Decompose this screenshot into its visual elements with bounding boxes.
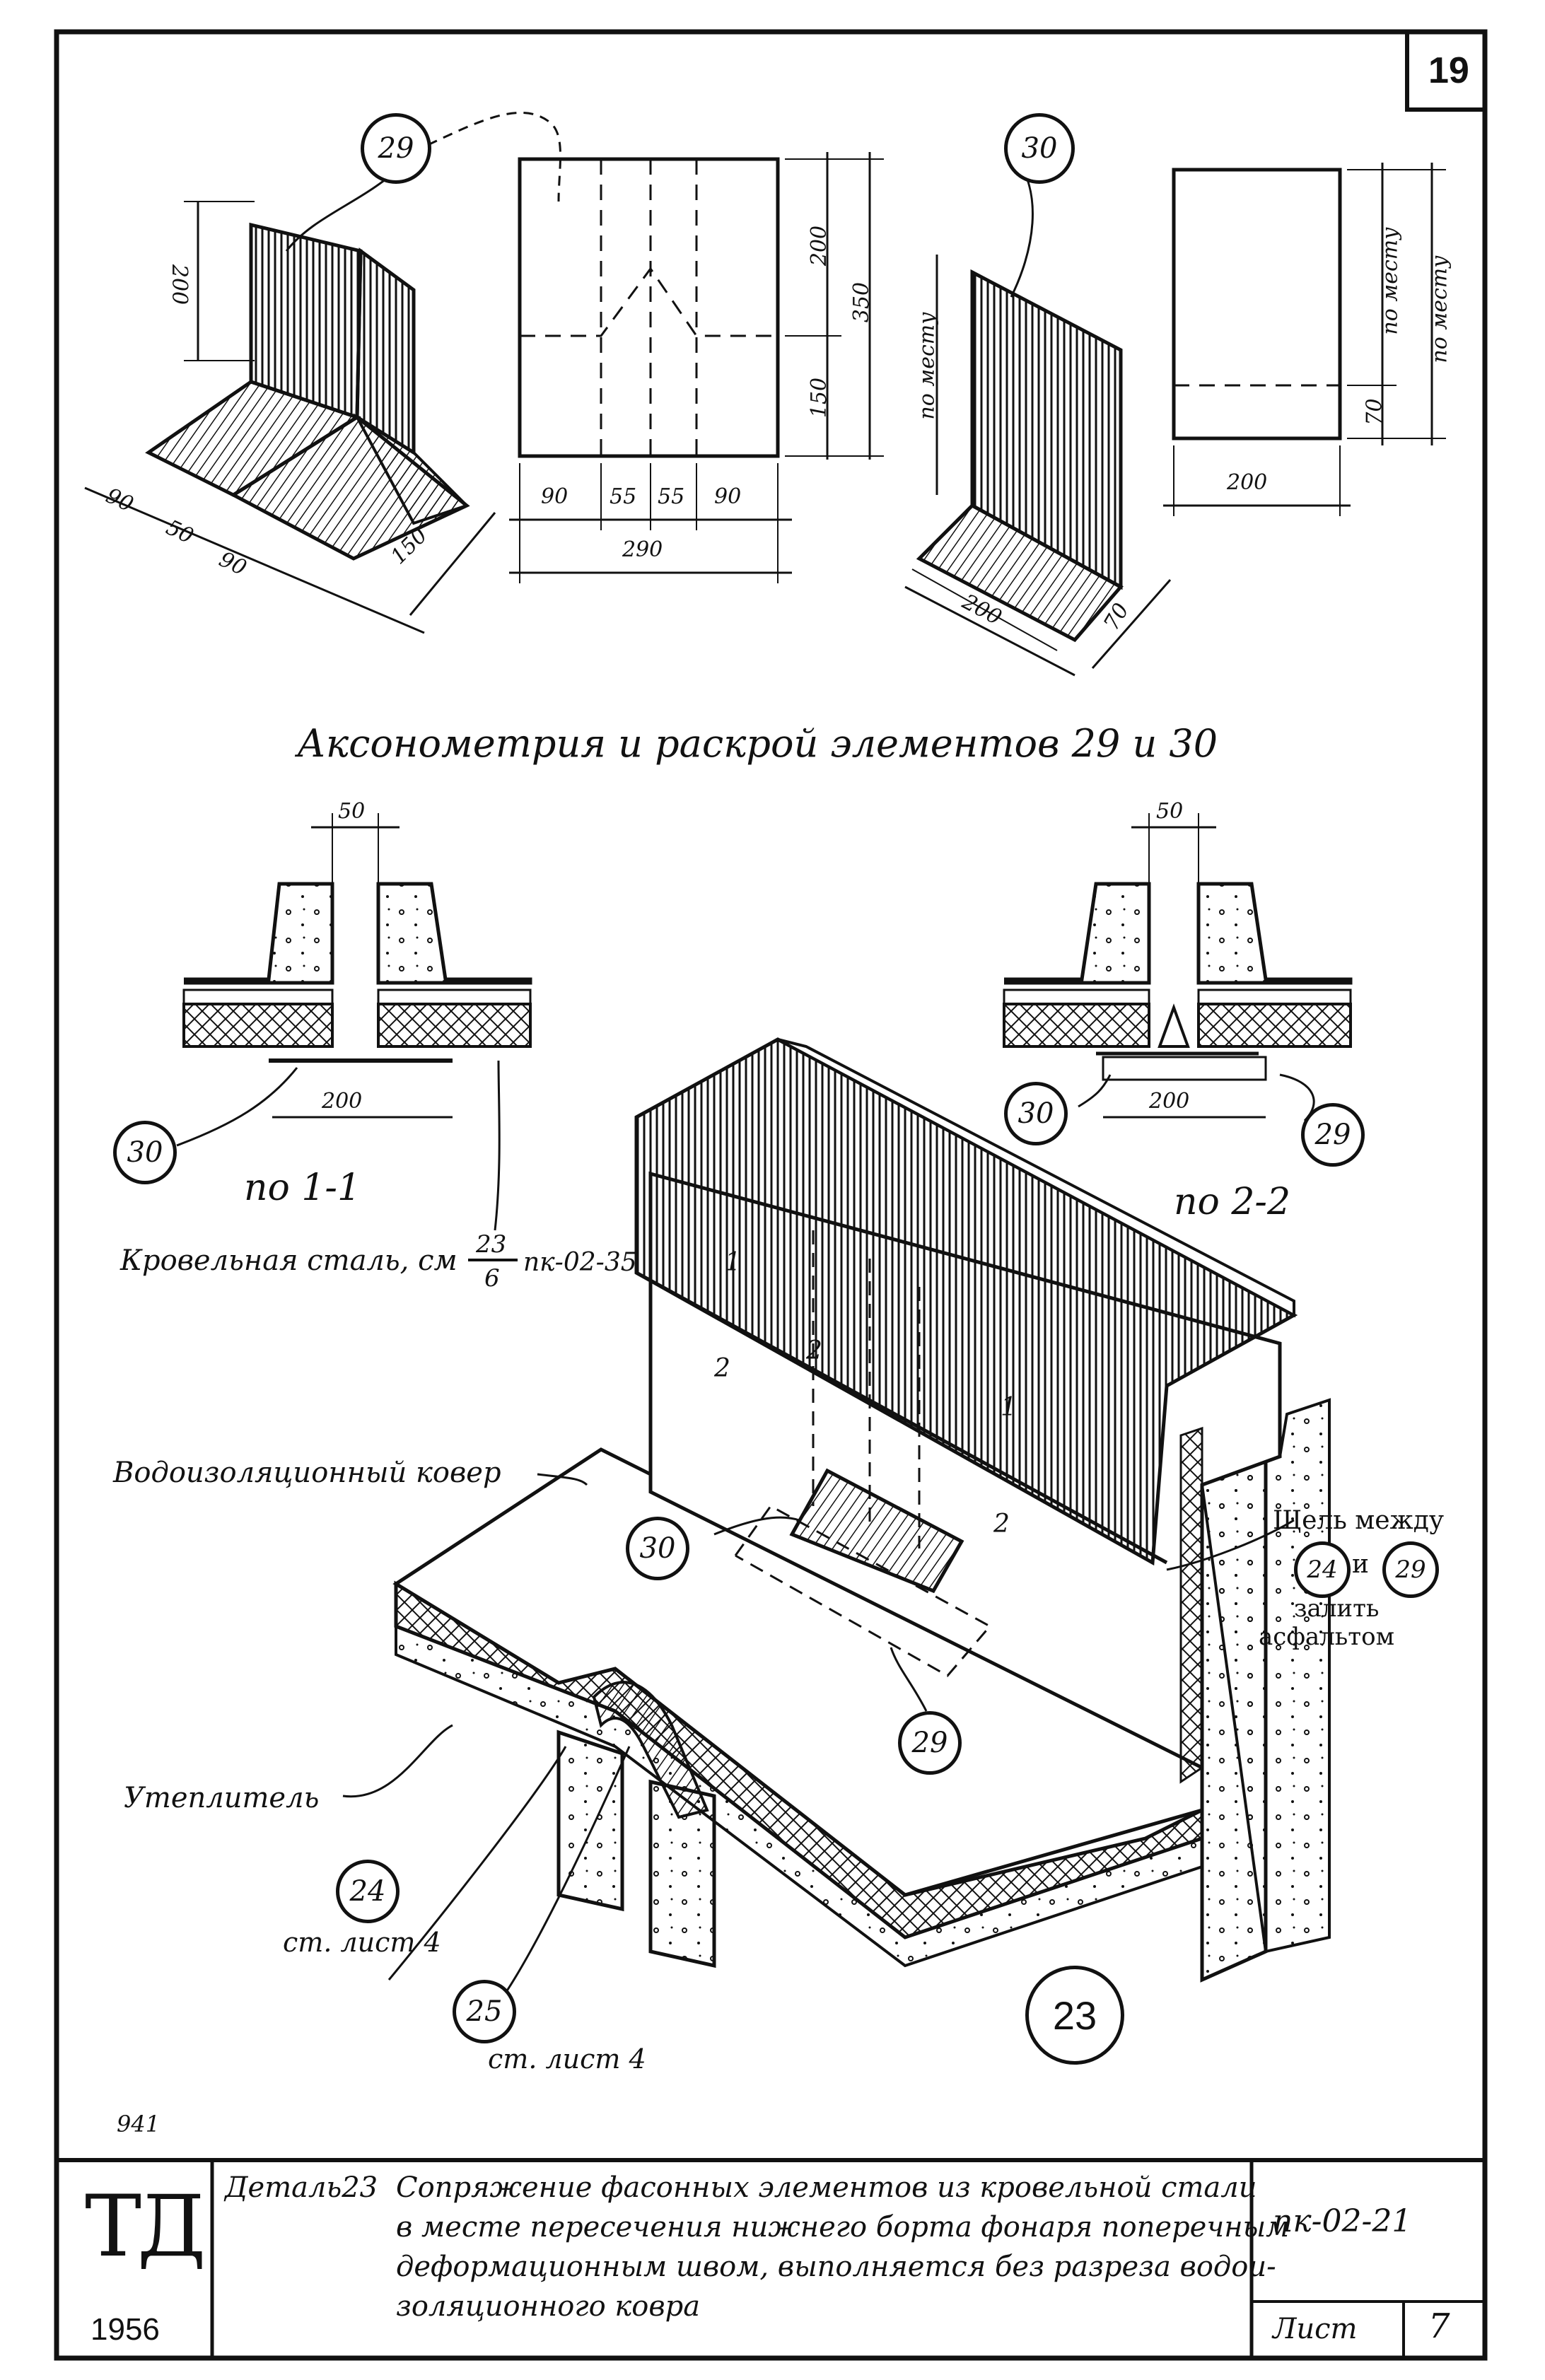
roof-steel-label: Кровельная сталь, см bbox=[120, 1244, 457, 1277]
el29-cut-w1: 90 bbox=[541, 484, 569, 509]
el30-cut-dim-w: 200 bbox=[1227, 470, 1268, 495]
section-mark-2d: 2 bbox=[806, 1336, 822, 1365]
callout-29-main: 29 bbox=[898, 1711, 962, 1775]
roof-steel-fraction-den: 6 bbox=[484, 1264, 500, 1293]
waterproof-label: Водоизоляционный ковер bbox=[113, 1457, 501, 1489]
el29-cut-dim-top: 200 bbox=[807, 225, 832, 267]
titleblock-logo: ТД bbox=[85, 2178, 206, 2276]
callout-24-sheet-ref: ст. лист 4 bbox=[283, 1927, 441, 1958]
section-mark-1b: 1 bbox=[1001, 1393, 1017, 1422]
section-1-gap-dim: 50 bbox=[338, 799, 366, 824]
sheet-number: 19 bbox=[1428, 50, 1469, 91]
el30-cut-dim-top: по месту bbox=[1377, 227, 1403, 335]
el29-cut-w3: 55 bbox=[658, 484, 685, 509]
description-line-4: золяционного ковра bbox=[396, 2290, 701, 2323]
description-line-3: деформационным швом, выполняется без раз… bbox=[396, 2251, 1276, 2283]
el29-cut-w4: 90 bbox=[714, 484, 742, 509]
callout-24-main: 24 bbox=[336, 1860, 400, 1923]
sheet-no: 7 bbox=[1428, 2306, 1450, 2346]
el30-cut-dim-bottom: 70 bbox=[1362, 398, 1387, 426]
detail-23-isometric bbox=[342, 1037, 1331, 2009]
doc-code: пк-02-21 bbox=[1273, 2203, 1412, 2239]
callout-29-top: 29 bbox=[361, 113, 431, 184]
el30-axo-dim-height: по месту bbox=[914, 312, 940, 420]
sheet-number-box bbox=[1405, 30, 1487, 112]
el29-cut-w-total: 290 bbox=[622, 537, 663, 562]
section-mark-2c: 2 bbox=[714, 1354, 730, 1383]
gap-note-line1: Щель между bbox=[1273, 1506, 1445, 1535]
gap-note-and: и bbox=[1352, 1550, 1369, 1579]
section-2-callout-29: 29 bbox=[1301, 1103, 1365, 1167]
section-mark-2e: 2 bbox=[993, 1510, 1010, 1539]
el29-cut-w2: 55 bbox=[610, 484, 637, 509]
description-line-1: Сопряжение фасонных элементов из кровель… bbox=[396, 2171, 1257, 2204]
insulation-label: Утеплитель bbox=[124, 1782, 320, 1814]
gap-note-line3: асфальтом bbox=[1259, 1623, 1395, 1651]
section-1-callout-30: 30 bbox=[113, 1121, 177, 1184]
title-block-lines bbox=[57, 2158, 1485, 2358]
gap-note-line2: залить bbox=[1294, 1594, 1380, 1623]
description-line-2: в месте пересечения нижнего борта фонаря… bbox=[396, 2211, 1290, 2244]
section-1-1 bbox=[176, 813, 532, 1231]
section-2-callout-30: 30 bbox=[1004, 1082, 1068, 1145]
callout-25-main: 25 bbox=[453, 1980, 516, 2043]
callout-30-top: 30 bbox=[1004, 113, 1075, 184]
el29-axo-dim-height: 200 bbox=[167, 264, 192, 305]
titleblock-year: 1956 bbox=[91, 2312, 160, 2347]
roof-steel-fraction-num: 23 bbox=[476, 1230, 507, 1259]
el30-cut-dim-total: по месту bbox=[1427, 255, 1452, 363]
detail-label: Деталь23 bbox=[225, 2171, 378, 2204]
el29-cut-dim-bottom: 150 bbox=[807, 377, 832, 419]
roof-steel-ref: пк-02-35 bbox=[523, 1248, 637, 1277]
section-2-strip-dim: 200 bbox=[1149, 1089, 1190, 1114]
roof-steel-fraction-bar bbox=[468, 1259, 518, 1261]
section-1-label: по 1-1 bbox=[244, 1167, 361, 1209]
element-29-axonometry bbox=[84, 201, 496, 634]
gap-note-callout-29: 29 bbox=[1382, 1541, 1439, 1598]
gap-note-callout-24: 24 bbox=[1294, 1541, 1351, 1598]
detail-number-23: 23 bbox=[1025, 1966, 1124, 2065]
section-2-label: по 2-2 bbox=[1174, 1181, 1291, 1223]
callout-30-main: 30 bbox=[626, 1517, 689, 1580]
section-mark-1a: 1 bbox=[725, 1248, 741, 1277]
callout-25-sheet-ref: ст. лист 4 bbox=[488, 2043, 646, 2075]
section-2-2 bbox=[1003, 813, 1353, 1122]
top-caption: Аксонометрия и раскрой элементов 29 и 30 bbox=[297, 721, 1218, 766]
el29-cut-dim-total: 350 bbox=[849, 281, 875, 323]
sheet-label: Лист bbox=[1273, 2313, 1358, 2345]
element-29-cut-pattern bbox=[509, 152, 884, 583]
stamp-code: 941 bbox=[117, 2111, 161, 2137]
sheet-border bbox=[54, 29, 1488, 2361]
section-1-strip-dim: 200 bbox=[322, 1089, 363, 1114]
element-30-cut-pattern bbox=[1163, 163, 1446, 516]
element-30-axonometry bbox=[904, 255, 1172, 677]
section-2-gap-dim: 50 bbox=[1156, 799, 1184, 824]
